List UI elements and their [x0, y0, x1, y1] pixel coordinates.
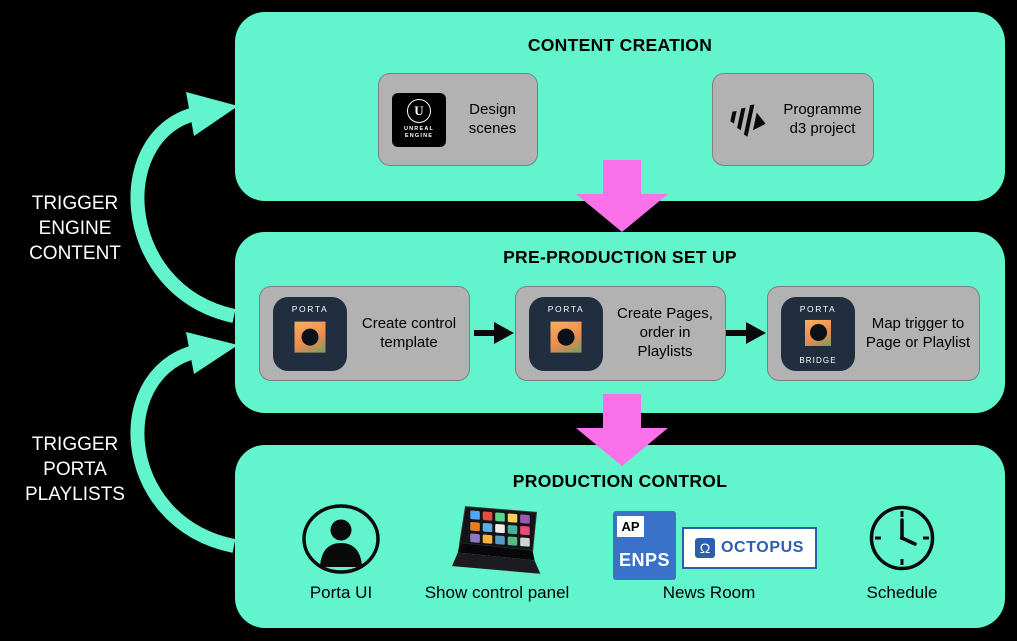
map-trigger-box: PORTA BRIDGE Map trigger to Page or Play…	[767, 286, 980, 381]
news-room-label: News Room	[662, 583, 756, 602]
porta-logo-square	[805, 319, 831, 346]
production-control-title: PRODUCTION CONTROL	[512, 471, 728, 491]
bridge-wordmark: BRIDGE	[799, 355, 837, 365]
octopus-wordmark: OCTOPUS	[720, 539, 805, 556]
porta-logo-dot	[557, 328, 575, 346]
unreal-engine-ring: U	[407, 98, 431, 123]
create-control-template-label: Create control template	[361, 314, 457, 351]
unreal-engine-letter: U	[414, 102, 424, 118]
trigger-porta-playlists-label: TRIGGER PORTA PLAYLISTS	[25, 434, 125, 506]
porta-wordmark: PORTA	[547, 303, 585, 314]
porta-logo-square	[294, 321, 326, 353]
programme-d3-label: Programme d3 project	[783, 100, 862, 137]
production-control-panel: PRODUCTION CONTROL Porta UI	[235, 445, 1005, 628]
pre-production-panel: PRE-PRODUCTION SET UP PORTA Create contr…	[235, 232, 1005, 413]
porta-ui-user-icon	[302, 504, 380, 574]
porta-bridge-icon: PORTA BRIDGE	[781, 296, 855, 371]
trigger-engine-curved-arrow	[130, 92, 238, 323]
porta-wordmark: PORTA	[291, 303, 329, 314]
octopus-logo: Ω OCTOPUS	[682, 527, 817, 569]
down-arrow-preproduction-to-production	[576, 394, 668, 466]
ap-logo: AP	[617, 516, 644, 537]
arrow-step2-to-step3	[726, 322, 766, 344]
porta-logo-dot	[301, 328, 319, 346]
porta-wordmark: PORTA	[799, 303, 837, 314]
design-scenes-label: Design scenes	[468, 100, 517, 137]
d3-disguise-icon	[730, 103, 766, 137]
pre-production-title: PRE-PRODUCTION SET UP	[503, 247, 737, 267]
octopus-omega-icon: Ω	[694, 538, 715, 558]
create-pages-box: PORTA Create Pages, order in Playlists	[515, 286, 726, 381]
porta-icon: PORTA	[273, 296, 347, 371]
design-scenes-box: U UNREAL ENGINE Design scenes	[378, 73, 538, 166]
show-control-panel-label: Show control panel	[424, 583, 570, 602]
create-control-template-box: PORTA Create control template	[259, 286, 470, 381]
porta-icon: PORTA	[529, 296, 603, 371]
porta-logo-square	[550, 321, 582, 353]
schedule-label: Schedule	[866, 583, 938, 602]
trigger-engine-content-label: TRIGGER ENGINE CONTENT	[29, 193, 121, 265]
ap-enps-logo: AP ENPS	[613, 511, 676, 580]
down-arrow-content-to-preproduction	[576, 160, 668, 232]
content-creation-title: CONTENT CREATION	[527, 35, 713, 55]
porta-ui-label: Porta UI	[309, 583, 373, 602]
map-trigger-label: Map trigger to Page or Playlist	[865, 314, 971, 351]
unreal-engine-wordmark: UNREAL ENGINE	[403, 125, 435, 139]
arrow-step1-to-step2	[474, 322, 514, 344]
enps-wordmark: ENPS	[618, 550, 671, 570]
schedule-clock-icon	[869, 505, 935, 571]
porta-logo-dot	[809, 323, 827, 341]
programme-d3-box: Programme d3 project	[712, 73, 874, 166]
stream-deck-icon	[452, 506, 541, 574]
unreal-engine-icon: U UNREAL ENGINE	[392, 92, 446, 147]
create-pages-label: Create Pages, order in Playlists	[617, 305, 713, 360]
trigger-porta-curved-arrow	[130, 332, 238, 553]
